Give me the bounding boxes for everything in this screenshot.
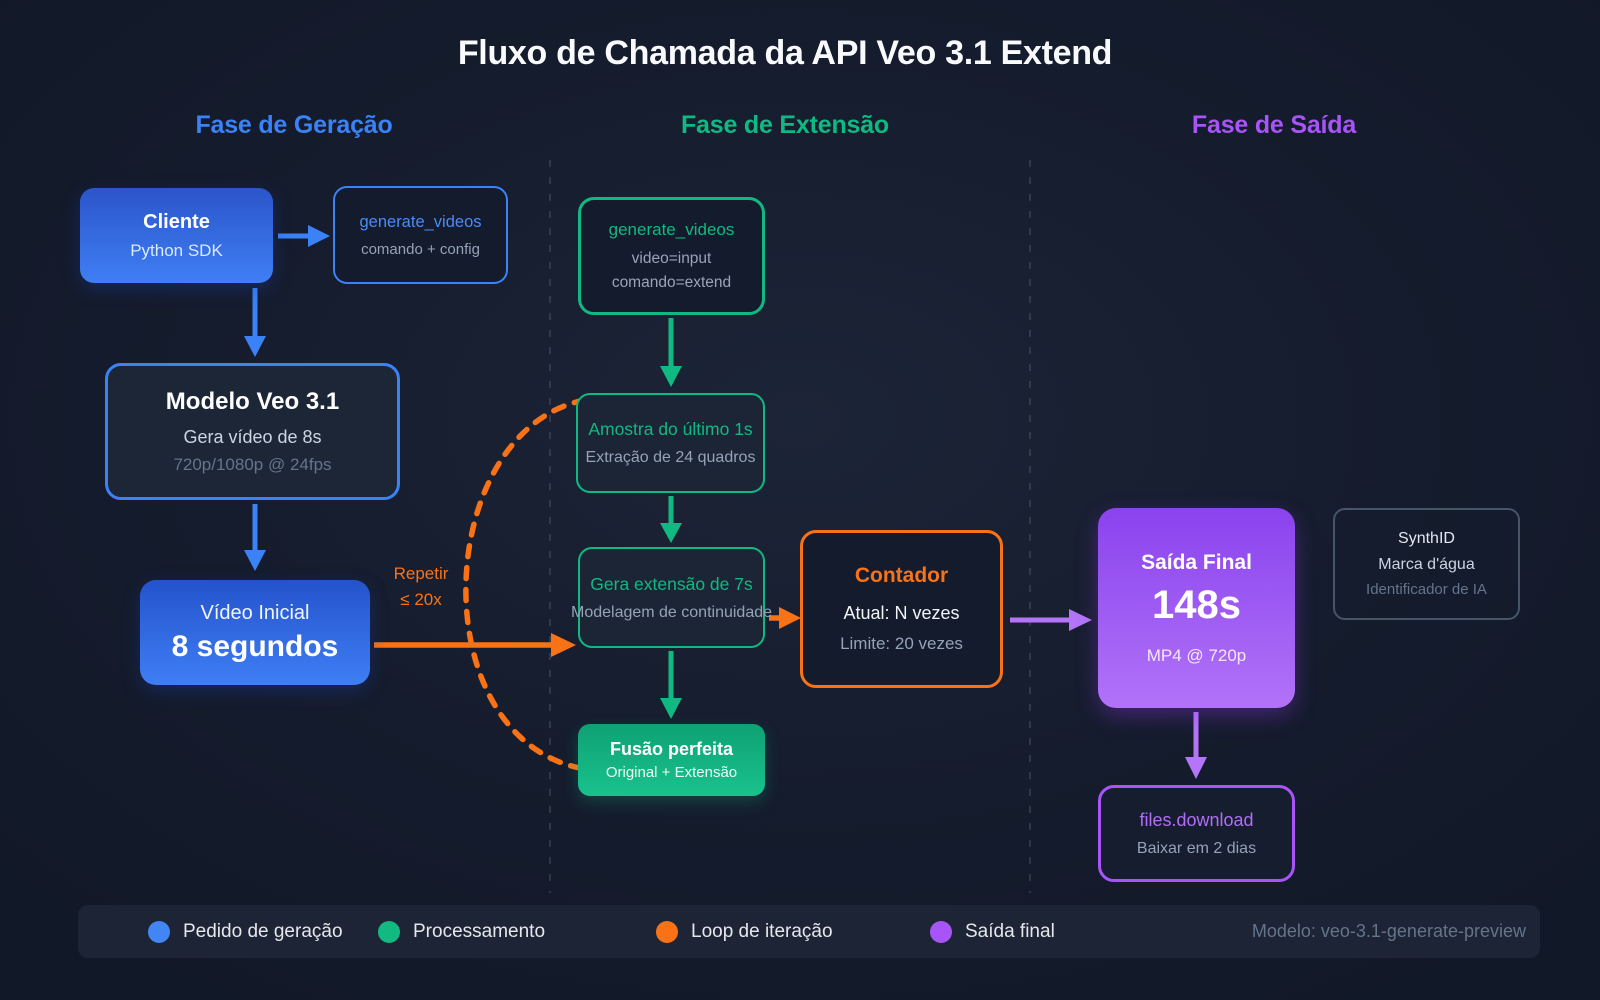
node-video-inicial-title: Vídeo Inicial [200,601,310,624]
node-synthid-title: SynthID [1398,530,1455,547]
legend-item-generation-request: Pedido de geração [148,905,343,958]
legend-dot-orange-icon [656,920,678,943]
node-video-inicial: Vídeo Inicial 8 segundos [140,580,370,685]
legend-dot-purple-icon [930,920,952,943]
arrow-cliente-to-modelo [244,288,266,357]
loop-repeat-label-line2: ≤ 20x [400,590,442,609]
page-title: Fluxo de Chamada da API Veo 3.1 Extend [457,34,1113,72]
node-files-download-title: files.download [1139,809,1254,830]
node-generate-videos-call: generate_videos comando + config [333,186,508,284]
node-gera-extensao-subtitle: Modelagem de continuidade [570,603,773,621]
node-synthid: SynthID Marca d'água Identificador de IA [1333,508,1520,620]
node-video-inicial-subtitle: 8 segundos [171,629,339,663]
node-amostra-title: Amostra do último 1s [588,419,753,439]
phase-header-extension: Fase de Extensão [680,111,889,139]
node-files-download: files.download Baixar em 2 dias [1098,785,1295,882]
node-fusao-perfeita: Fusão perfeita Original + Extensão [578,724,765,796]
node-cliente-subtitle: Python SDK [130,240,223,260]
node-generate-videos-extend-title: generate_videos [608,220,735,239]
legend-label: Saída final [965,920,1055,942]
legend-item-final-output: Saída final [930,905,1055,958]
node-generate-videos-extend: generate_videos video=input comando=exte… [578,197,765,315]
loop-repeat-label-line1: Repetir [393,564,449,583]
arrow-gera-extensao-to-fusao [660,651,682,719]
model-name-text: Modelo: veo-3.1-generate-preview [1251,921,1526,941]
node-saida-final: Saída Final 148s MP4 @ 720p [1098,508,1295,708]
node-contador-line2: Limite: 20 vezes [840,634,963,653]
arrow-modelo-to-video-inicial [244,504,266,571]
node-modelo-veo-title: Modelo Veo 3.1 [165,388,340,415]
node-gera-extensao-title: Gera extensão de 7s [590,573,753,594]
legend-item-iteration-loop: Loop de iteração [656,905,833,958]
legend-label: Loop de iteração [691,920,833,942]
node-saida-final-format: MP4 @ 720p [1146,645,1247,665]
node-cliente-title: Cliente [143,210,210,233]
arrow-cliente-to-generate-videos [278,225,330,247]
arrow-saida-final-to-files-download [1185,712,1207,779]
node-contador-line1: Atual: N vezes [843,603,960,623]
legend-item-processing: Processamento [378,905,545,958]
node-synthid-line2: Identificador de IA [1366,581,1487,598]
legend-bar: Pedido de geração Processamento Loop de … [78,905,1540,958]
node-modelo-veo-line1: Gera vídeo de 8s [183,427,322,447]
legend-dot-blue-icon [148,920,170,943]
node-cliente: Cliente Python SDK [80,188,273,283]
legend-label: Processamento [413,920,546,942]
loop-repeat-label: Repetir ≤ 20x [361,561,481,613]
node-files-download-subtitle: Baixar em 2 dias [1136,839,1257,857]
node-amostra-ultimo-1s: Amostra do último 1s Extração de 24 quad… [576,393,765,493]
node-fusao-subtitle: Original + Extensão [605,764,738,781]
arrow-generate-videos-to-amostra [660,318,682,387]
node-generate-videos-call-title: generate_videos [359,212,482,231]
phase-header-generation: Fase de Geração [195,111,393,139]
legend-label: Pedido de geração [183,920,343,942]
node-modelo-veo: Modelo Veo 3.1 Gera vídeo de 8s 720p/108… [105,363,400,500]
node-gera-extensao: Gera extensão de 7s Modelagem de continu… [571,547,772,648]
phase-header-output: Fase de Saída [1191,111,1357,139]
node-synthid-line1: Marca d'água [1378,556,1475,573]
node-fusao-title: Fusão perfeita [609,739,734,759]
node-generate-videos-call-subtitle: comando + config [361,240,480,258]
arrow-gera-extensao-to-contador [769,607,801,629]
arrow-amostra-to-gera-extensao [660,496,682,543]
node-modelo-veo-line2: 720p/1080p @ 24fps [173,455,332,474]
node-amostra-subtitle: Extração de 24 quadros [585,449,756,466]
loop-arc-fusao-to-amostra [463,397,595,773]
arrow-video-inicial-to-gera-extensao [374,633,576,657]
node-contador: Contador Atual: N vezes Limite: 20 vezes [800,530,1003,688]
node-generate-videos-extend-line1: video=input [631,250,712,267]
node-saida-final-duration: 148s [1152,582,1241,627]
legend-dot-green-icon [378,920,400,943]
node-contador-title: Contador [854,564,949,587]
node-saida-final-title: Saída Final [1141,550,1252,574]
arrow-contador-to-saida-final [1010,609,1092,631]
node-generate-videos-extend-line2: comando=extend [611,274,732,291]
